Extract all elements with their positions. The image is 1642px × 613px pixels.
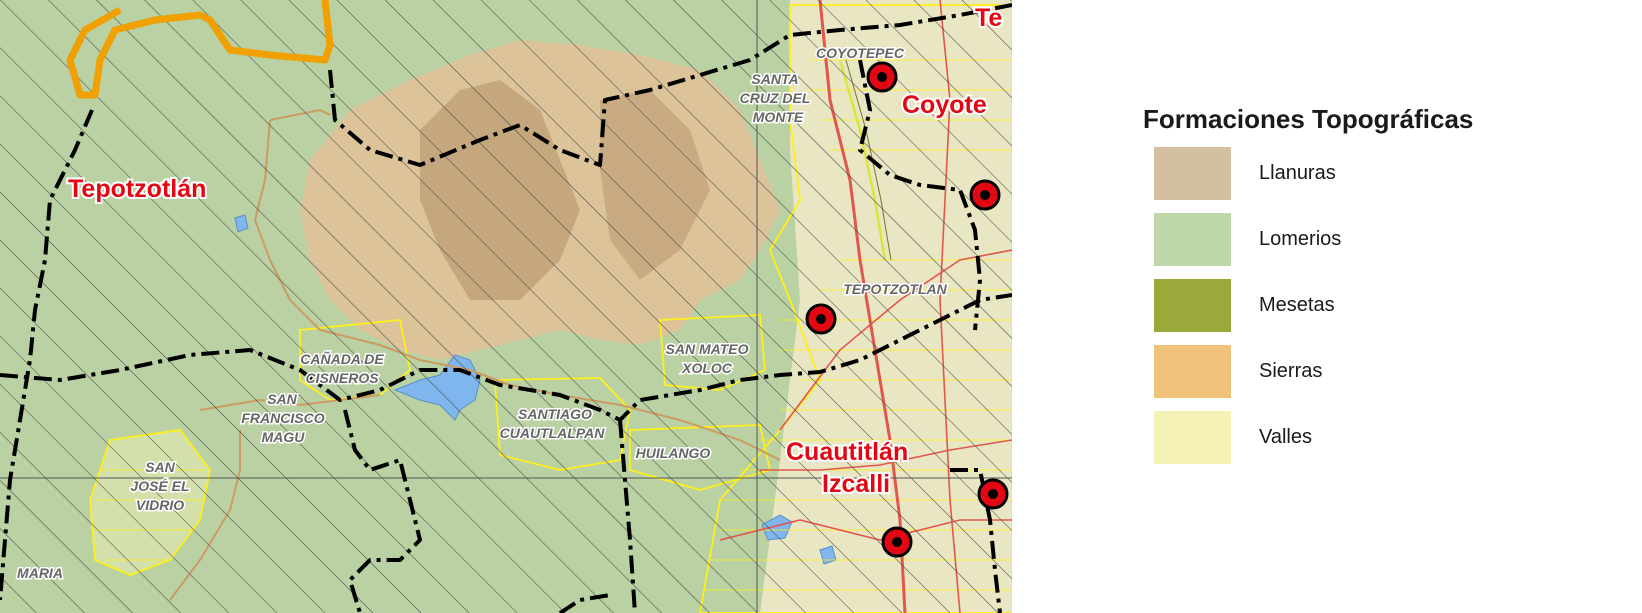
municipal-boundary-dashed[interactable] bbox=[343, 409, 422, 613]
locality-label: CRUZ DEL bbox=[740, 90, 811, 106]
municipal-boundary-dashed[interactable] bbox=[858, 59, 982, 331]
locality-label: MAGU bbox=[262, 429, 306, 445]
legend-label: Lomerios bbox=[1259, 228, 1342, 250]
municipal-boundary-dashed[interactable] bbox=[950, 468, 1002, 613]
legend-swatch bbox=[1154, 147, 1231, 200]
locality-label: CUAUTLALPAN bbox=[500, 425, 606, 441]
locality-label: VIDRIO bbox=[136, 497, 184, 513]
locality-label: SAN bbox=[267, 391, 297, 407]
city-marker[interactable] bbox=[805, 303, 837, 335]
topographic-map[interactable]: COYOTEPEC SANTA CRUZ DEL MONTE TEPOTZOTL… bbox=[0, 0, 1012, 613]
legend-title: Formaciones Topográficas bbox=[1143, 104, 1474, 134]
locality-label: COYOTEPEC bbox=[816, 45, 905, 61]
municipal-boundary-dashed[interactable] bbox=[558, 419, 637, 613]
locality-label: FRANCISCO bbox=[241, 410, 324, 426]
locality-label: SAN bbox=[145, 459, 175, 475]
locality-label: TEPOTZOTLAN bbox=[843, 281, 947, 297]
state-boundary[interactable] bbox=[0, 293, 1012, 422]
legend-swatch bbox=[1154, 213, 1231, 266]
city-marker[interactable] bbox=[881, 526, 913, 558]
municipality-label: Izcalli bbox=[822, 470, 890, 498]
legend-item-mesetas: Mesetas bbox=[1143, 279, 1613, 332]
state-boundary[interactable] bbox=[328, 3, 1012, 167]
city-marker[interactable] bbox=[866, 61, 898, 93]
legend-label: Mesetas bbox=[1259, 294, 1335, 316]
locality-label: SANTIAGO bbox=[518, 406, 592, 422]
locality-label: JOSÉ EL bbox=[130, 478, 189, 494]
state-boundary[interactable] bbox=[0, 109, 94, 601]
legend: Formaciones Topográficas Llanuras Lomeri… bbox=[1143, 104, 1613, 477]
municipality-label: Coyote bbox=[902, 91, 987, 119]
legend-swatch bbox=[1154, 279, 1231, 332]
locality-label: XOLOC bbox=[681, 360, 733, 376]
municipality-label: Cuautitlán bbox=[786, 438, 908, 466]
locality-label: CAÑADA DE bbox=[300, 350, 384, 367]
legend-item-lomerios: Lomerios bbox=[1143, 213, 1613, 266]
locality-label: MARIA bbox=[17, 565, 63, 581]
locality-label: CISNEROS bbox=[305, 370, 379, 386]
city-marker[interactable] bbox=[977, 478, 1009, 510]
locality-label: SAN MATEO bbox=[666, 341, 749, 357]
legend-swatch bbox=[1154, 411, 1231, 464]
municipality-label: Te bbox=[975, 4, 1002, 32]
legend-label: Sierras bbox=[1259, 360, 1323, 382]
legend-item-llanuras: Llanuras bbox=[1143, 147, 1613, 200]
legend-item-valles: Valles bbox=[1143, 411, 1613, 464]
municipal-boundary[interactable] bbox=[66, 0, 334, 99]
hatch-overlay bbox=[0, 0, 1012, 613]
locality-label: MONTE bbox=[753, 109, 804, 125]
legend-item-sierras: Sierras bbox=[1143, 345, 1613, 398]
locality-label: SANTA bbox=[751, 71, 798, 87]
locality-label: HUILANGO bbox=[636, 445, 711, 461]
legend-swatch bbox=[1154, 345, 1231, 398]
legend-label: Llanuras bbox=[1259, 162, 1336, 184]
city-marker[interactable] bbox=[969, 179, 1001, 211]
legend-label: Valles bbox=[1259, 426, 1312, 448]
municipality-label: Tepotzotlán bbox=[68, 175, 206, 203]
